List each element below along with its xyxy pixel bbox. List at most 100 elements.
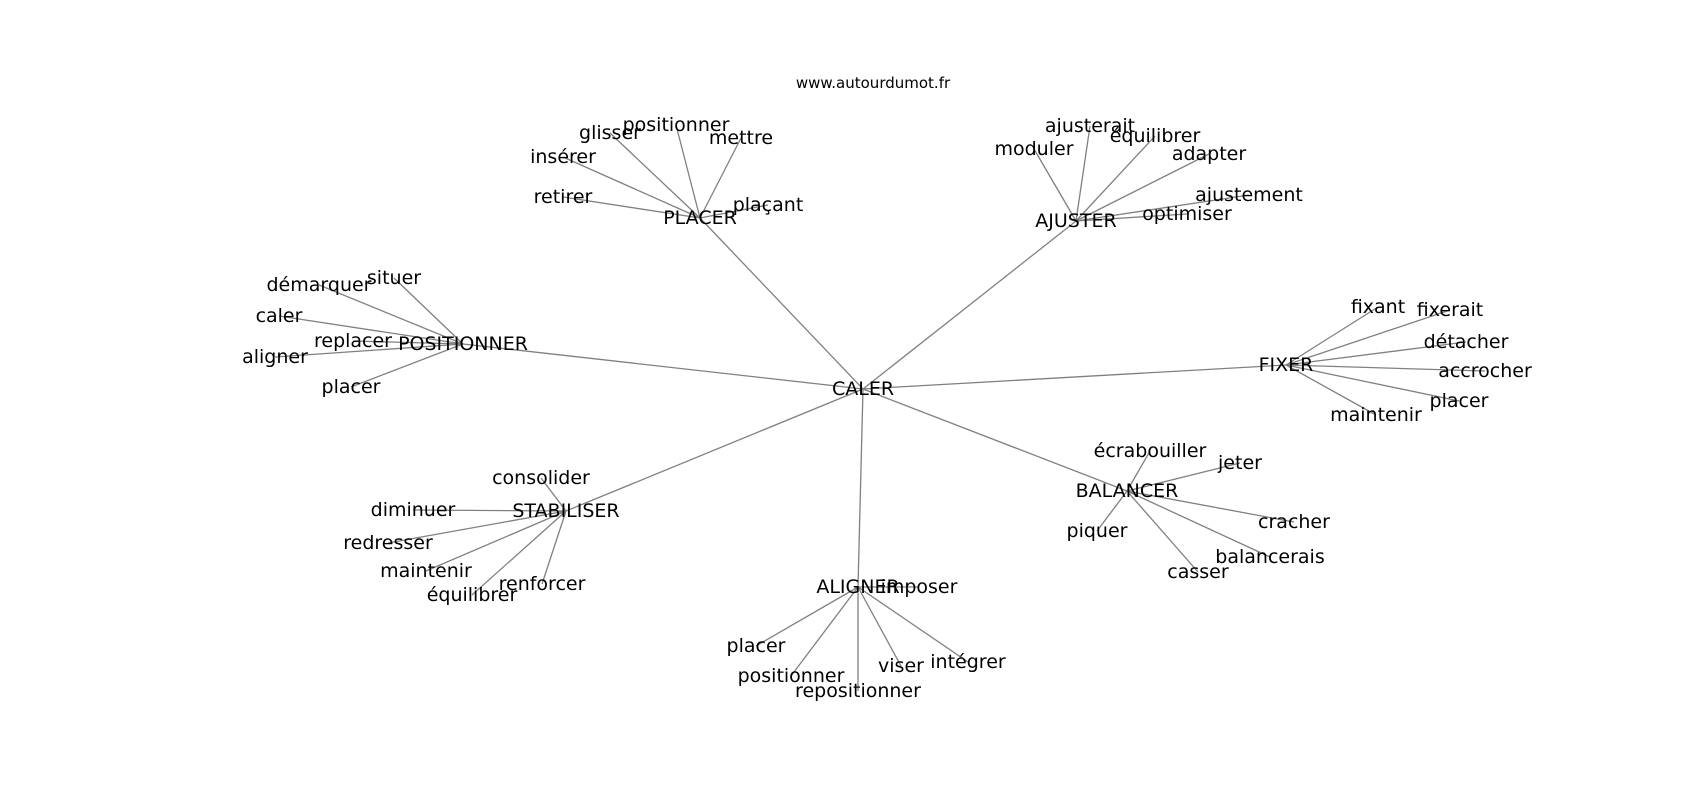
leaf-node[interactable]: imposer [881,576,958,598]
leaf-node[interactable]: repositionner [795,680,921,702]
leaf-node[interactable]: situer [367,267,421,289]
edge-aligner-leaf [857,586,902,667]
edge-placer-leaf [562,196,701,219]
edge-caler-aligner [857,388,864,588]
hub-node-aligner[interactable]: ALIGNER [816,576,899,598]
edge-fixer-leaf [1285,309,1451,366]
leaf-node[interactable]: consolider [492,467,590,489]
leaf-node[interactable]: caler [256,305,303,327]
edge-balancer-leaf [1126,490,1271,558]
edge-fixer-leaf [1285,341,1467,366]
edge-balancer-leaf [1126,490,1295,523]
leaf-node[interactable]: fixerait [1417,299,1484,321]
leaf-node[interactable]: aligner [242,346,308,368]
edge-caler-placer [699,217,864,390]
leaf-node[interactable]: balancerais [1215,546,1324,568]
leaf-node[interactable]: intégrer [930,651,1006,673]
leaf-node[interactable]: plaçant [733,194,804,216]
edge-stabiliser-leaf [425,510,567,572]
edge-placer-leaf [562,156,701,219]
hub-node-positionner[interactable]: POSITIONNER [398,333,528,355]
edge-balancer-leaf [1126,490,1199,573]
hub-node-ajuster[interactable]: AJUSTER [1035,210,1116,232]
edge-positionner-leaf [393,277,464,345]
edge-ajuster-leaf [1075,194,1250,222]
edge-caler-positionner [462,343,864,390]
graph-edges [274,124,1486,691]
edge-aligner-leaf [857,586,969,663]
edge-ajuster-leaf [1075,153,1210,222]
edge-ajuster-leaf [1075,213,1188,222]
hub-node-stabiliser[interactable]: STABILISER [512,500,619,522]
leaf-node[interactable]: mettre [709,127,773,149]
leaf-node[interactable]: glisser [579,122,641,144]
leaf-node[interactable]: maintenir [1330,404,1422,426]
leaf-node[interactable]: replacer [314,330,392,352]
leaf-node[interactable]: optimiser [1142,203,1232,225]
hub-node-balancer[interactable]: BALANCER [1076,480,1179,502]
leaf-node[interactable]: placer [727,635,786,657]
edge-ajuster-leaf [1075,125,1091,222]
leaf-node[interactable]: placer [1430,390,1489,412]
edge-balancer-leaf [1126,450,1151,492]
leaf-node[interactable]: positionner [738,665,845,687]
edge-ajuster-leaf [1075,135,1156,222]
leaf-node[interactable]: moduler [994,138,1073,160]
edge-caler-balancer [862,388,1128,492]
edge-placer-leaf [699,137,742,219]
center-node[interactable]: CALER [832,378,894,400]
leaf-node[interactable]: accrocher [1438,360,1532,382]
edge-fixer-leaf [1285,306,1379,366]
leaf-node[interactable]: fixant [1351,296,1405,318]
leaf-node[interactable]: adapter [1172,143,1247,165]
site-url: www.autourdumot.fr [796,74,951,92]
leaf-node[interactable]: positionner [623,114,730,136]
edge-fixer-leaf [1285,364,1460,402]
leaf-node[interactable]: diminuer [371,499,456,521]
leaf-node[interactable]: casser [1167,561,1229,583]
leaf-node[interactable]: détacher [1424,331,1509,353]
edge-caler-fixer [862,364,1287,390]
edge-stabiliser-leaf [540,477,567,512]
leaf-node[interactable]: viser [878,655,924,677]
leaf-node[interactable]: placer [322,376,381,398]
edge-placer-leaf [675,124,701,219]
edge-balancer-leaf [1126,462,1241,492]
edge-stabiliser-leaf [471,510,567,596]
leaf-node[interactable]: retirer [534,186,593,208]
edge-placer-leaf [609,132,701,219]
leaf-node[interactable]: renforcer [499,573,586,595]
leaf-node[interactable]: équilibrer [1110,125,1201,147]
leaf-node[interactable]: cracher [1258,511,1330,533]
hub-node-placer[interactable]: PLACER [663,207,737,229]
leaf-node[interactable]: redresser [343,532,433,554]
edge-fixer-leaf [1285,364,1486,372]
edge-positionner-leaf [318,284,464,345]
edge-stabiliser-leaf [541,510,567,585]
edge-positionner-leaf [274,343,464,358]
leaf-node[interactable]: équilibrer [427,584,518,606]
edge-positionner-leaf [278,315,464,345]
leaf-node[interactable]: maintenir [380,560,472,582]
edge-stabiliser-leaf [412,509,567,512]
leaf-node[interactable]: écrabouiller [1094,440,1207,462]
edge-positionner-leaf [352,340,464,345]
leaf-node[interactable]: piquer [1067,520,1128,542]
edge-ajuster-leaf [1033,148,1077,222]
edge-fixer-leaf [1285,364,1377,416]
edge-caler-ajuster [862,220,1077,390]
leaf-node[interactable]: insérer [530,146,596,168]
leaf-node[interactable]: jeter [1217,452,1262,474]
leaf-node[interactable]: ajusterait [1045,115,1135,137]
edge-stabiliser-leaf [387,510,567,544]
edge-balancer-leaf [1096,490,1128,532]
edge-positionner-leaf [350,343,464,388]
hub-node-fixer[interactable]: FIXER [1259,354,1314,376]
leaf-node[interactable]: démarquer [267,274,372,296]
edge-caler-stabiliser [565,388,864,512]
edge-aligner-leaf [755,586,859,647]
edge-aligner-leaf [790,586,859,677]
leaf-node[interactable]: ajustement [1195,184,1303,206]
